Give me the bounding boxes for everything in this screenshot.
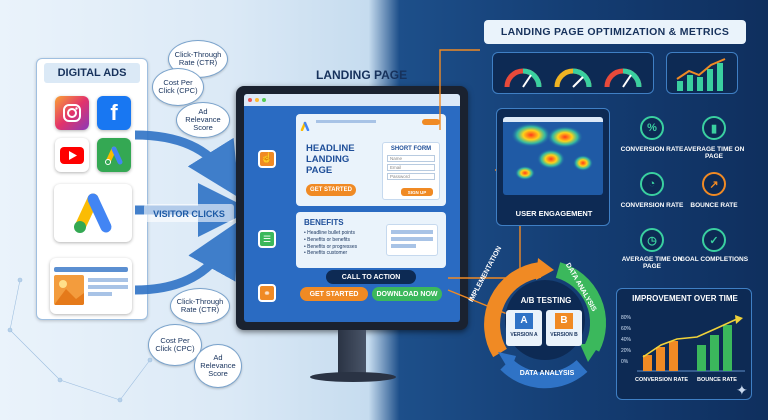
benefits-title: BENEFITS — [304, 218, 344, 227]
callout-ctr-bottom: Click-Through Rate (CTR) — [170, 288, 230, 324]
headline-text: HEADLINE LANDING PAGE — [306, 143, 355, 176]
form-field-email[interactable]: Email — [387, 164, 435, 171]
metric-label: BOUNCE RATE — [690, 202, 738, 209]
callout-relevance-bottom: Ad Relevance Score — [194, 344, 242, 388]
gauge-icon-2 — [554, 68, 592, 88]
trend-chart-icon — [666, 52, 738, 94]
version-a-label: VERSION A — [510, 332, 538, 338]
monitor-stand — [338, 330, 366, 376]
sign-up-button[interactable]: SIGN UP — [401, 188, 433, 196]
bounce-icon: ↗ — [702, 172, 726, 196]
x-label-bounce: BOUNCE RATE — [697, 377, 737, 383]
youtube-icon[interactable] — [55, 138, 89, 172]
tick-label: 20% — [621, 348, 632, 354]
optimization-title: LANDING PAGE OPTIMIZATION & METRICS — [500, 26, 730, 38]
monitor-base — [310, 372, 396, 382]
gauge-icon-1 — [504, 68, 542, 88]
metric-label: GOAL COMPLETIONS — [679, 256, 749, 263]
sparkle-icon: ✦ — [736, 382, 748, 398]
callout-cpc-top: Cost Per Click (CPC) — [152, 68, 204, 106]
short-form: SHORT FORM Name Email Password SIGN UP — [382, 142, 440, 200]
landing-page-title: LANDING PAGE — [316, 68, 408, 82]
clock-icon: ◷ — [640, 228, 664, 252]
data-analysis-bottom-label: DATA ANALYSIS — [519, 370, 575, 377]
check-icon: ✓ — [702, 228, 726, 252]
form-field-password[interactable]: Password — [387, 173, 435, 180]
gauge-icon: ◔ — [640, 172, 664, 196]
tick-label: 40% — [621, 337, 632, 343]
metric-label: AVERAGE TIME ON PAGE — [683, 146, 745, 161]
get-started-button[interactable]: GET STARTED — [300, 287, 368, 301]
metric-label: CONVERSION RATE — [620, 202, 684, 209]
ab-testing-title: A/B TESTING — [520, 296, 572, 305]
version-b-label: VERSION B — [550, 332, 578, 338]
google-ads-icon[interactable] — [54, 184, 132, 242]
form-field-name[interactable]: Name — [387, 155, 435, 162]
tick-label: 0% — [621, 359, 629, 365]
callout-relevance-top: Ad Relevance Score — [176, 102, 230, 138]
metric-label: CONVERSION RATE — [620, 146, 684, 153]
bar-icon: ▮ — [702, 116, 726, 140]
user-engagement-label: USER ENGAGEMENT — [515, 209, 593, 218]
digital-ads-title-box: DIGITAL ADS — [44, 63, 140, 83]
improvement-panel: IMPROVEMENT OVER TIME 80% 60% 40% 20% 0%… — [616, 288, 752, 400]
metric-label: AVERAGE TIME ON PAGE — [621, 256, 683, 271]
x-label-conversion: CONVERSION RATE — [635, 377, 689, 383]
version-b-letter: B — [555, 313, 573, 329]
tick-label: 60% — [621, 326, 632, 332]
gauge-icon-3 — [604, 68, 642, 88]
optimization-title-box: LANDING PAGE OPTIMIZATION & METRICS — [484, 20, 746, 44]
facebook-icon[interactable]: f — [97, 96, 131, 130]
short-form-title: SHORT FORM — [390, 146, 432, 152]
version-a-letter: A — [515, 313, 533, 329]
get-started-button-top[interactable]: GET STARTED — [306, 184, 356, 196]
benefit-item: • Benefits or benefits — [304, 236, 350, 243]
improvement-title: IMPROVEMENT OVER TIME — [632, 294, 738, 303]
landing-hero-card: HEADLINE LANDING PAGE GET STARTED SHORT … — [296, 114, 446, 206]
version-b-card[interactable]: B VERSION B — [546, 310, 582, 346]
benefit-item: • Benefits or progresses — [304, 243, 358, 250]
call-to-action-label: CALL TO ACTION — [326, 270, 416, 284]
benefits-card: BENEFITS • Headline bullet points • Bene… — [296, 212, 446, 268]
hand-click-icon: ☝ — [258, 150, 276, 168]
benefit-item: • Benefits customer — [304, 250, 348, 257]
google-ads-small-icon[interactable] — [97, 138, 131, 172]
display-ad-icon[interactable] — [50, 258, 132, 314]
list-icon: ☰ — [258, 230, 276, 248]
visitor-clicks-label: VISITOR CLICKS — [144, 204, 234, 222]
version-a-card[interactable]: A VERSION A — [506, 310, 542, 346]
gauges-panel — [492, 52, 654, 94]
link-icon: ⚭ — [258, 284, 276, 302]
percent-icon: % — [640, 116, 664, 140]
digital-ads-title: DIGITAL ADS — [57, 67, 127, 79]
heatmap-panel: USER ENGAGEMENT — [496, 108, 610, 226]
tick-label: 80% — [621, 315, 632, 321]
benefit-item: • Headline bullet points — [304, 230, 355, 236]
callout-cpc-bottom: Cost Per Click (CPC) — [148, 324, 202, 366]
instagram-icon[interactable] — [55, 96, 89, 130]
download-now-button[interactable]: DOWNLOAD NOW — [372, 287, 442, 301]
